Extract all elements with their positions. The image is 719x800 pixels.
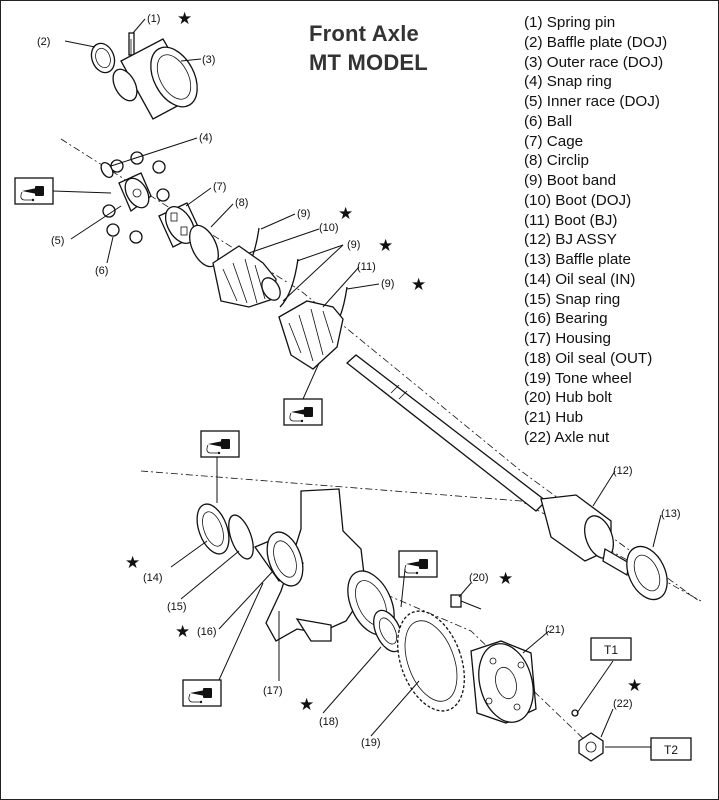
callout-19: (19) xyxy=(361,737,381,749)
callout-5: (5) xyxy=(51,235,64,247)
callout-4: (4) xyxy=(199,132,212,144)
snap-ring-hub xyxy=(228,514,254,560)
balls xyxy=(102,151,170,244)
legend-item: (12) BJ ASSY xyxy=(524,231,617,249)
legend-item: (22) Axle nut xyxy=(524,428,610,446)
callout-2: (2) xyxy=(37,36,50,48)
boot-doj xyxy=(212,245,281,308)
callout-3: (3) xyxy=(202,54,215,66)
oil-seal-in xyxy=(196,503,230,555)
boot-band-2 xyxy=(279,258,299,308)
star-marker: ★ xyxy=(411,275,426,295)
callout-18: (18) xyxy=(319,716,339,728)
callout-13: (13) xyxy=(661,508,681,520)
star-marker: ★ xyxy=(125,553,140,573)
star-marker: ★ xyxy=(175,622,190,642)
callout-15: (15) xyxy=(167,601,187,613)
callout-9c: (9) xyxy=(381,278,394,290)
legend-item: (18) Oil seal (OUT) xyxy=(524,349,653,367)
callout-17: (17) xyxy=(263,685,283,697)
callout-6: (6) xyxy=(95,265,108,277)
callout-20: (20) xyxy=(469,572,489,584)
callout-10: (10) xyxy=(319,222,339,234)
callout-16: (16) xyxy=(197,626,217,638)
diagram-title: Front Axle xyxy=(309,21,419,46)
diagram-subtitle: MT MODEL xyxy=(309,50,428,75)
legend-item: (14) Oil seal (IN) xyxy=(524,270,636,288)
legend-item: (13) Baffle plate xyxy=(524,251,631,268)
callout-9a: (9) xyxy=(297,208,310,220)
callout-12: (12) xyxy=(613,465,633,477)
callout-21: (21) xyxy=(545,624,565,636)
oil-seal-out xyxy=(373,609,403,653)
legend-item: (6) Ball xyxy=(524,112,573,130)
star-marker: ★ xyxy=(378,236,393,256)
legend-item: (5) Inner race (DOJ) xyxy=(524,93,660,110)
hub-bolt xyxy=(450,594,482,610)
callout-1: (1) xyxy=(147,13,160,25)
callout-7: (7) xyxy=(213,181,226,193)
callout-22: (22) xyxy=(613,698,633,710)
hub-axis-line xyxy=(140,470,702,602)
star-marker: ★ xyxy=(177,9,192,29)
outer-race-doj xyxy=(112,38,198,120)
legend-item: (9) Boot band xyxy=(524,172,617,189)
callout-11: (11) xyxy=(357,261,376,273)
legend-item: (3) Outer race (DOJ) xyxy=(524,53,664,71)
svg-text:T1: T1 xyxy=(604,643,618,657)
callout-14: (14) xyxy=(143,572,163,584)
spring-pin xyxy=(128,32,135,56)
star-marker: ★ xyxy=(498,569,513,589)
grease-icon-oil-seal xyxy=(200,430,240,458)
legend-item: (19) Tone wheel xyxy=(524,369,632,387)
legend-item: (16) Bearing xyxy=(524,310,608,328)
torque-label-t2: T2 xyxy=(650,737,692,761)
star-marker: ★ xyxy=(338,204,353,224)
inner-race-doj xyxy=(118,172,152,213)
grease-icon-bearing xyxy=(182,679,222,707)
legend-item: (20) Hub bolt xyxy=(524,389,612,407)
baffle-plate xyxy=(626,545,668,601)
parts-legend: (1) Spring pin (2) Baffle plate (DOJ) (3… xyxy=(524,13,667,448)
leader-lines xyxy=(52,18,662,748)
legend-item: (7) Cage xyxy=(524,132,584,150)
legend-item: (2) Baffle plate (DOJ) xyxy=(524,33,668,51)
legend-item: (10) Boot (DOJ) xyxy=(524,191,632,209)
star-marker: ★ xyxy=(627,676,642,696)
baffle-plate-doj xyxy=(90,42,116,74)
callout-9b: (9) xyxy=(347,239,360,251)
hub xyxy=(470,640,579,724)
boot-bj xyxy=(278,300,344,370)
legend-item: (17) Housing xyxy=(524,330,611,347)
legend-item: (4) Snap ring xyxy=(524,73,612,91)
bj-assy-shaft xyxy=(345,354,630,577)
star-marker: ★ xyxy=(299,695,314,715)
legend-item: (21) Hub xyxy=(524,409,584,426)
legend-item: (1) Spring pin xyxy=(524,14,616,31)
grease-icon-inner-joint xyxy=(14,177,54,205)
legend-item: (11) Boot (BJ) xyxy=(524,211,618,229)
svg-text:T2: T2 xyxy=(664,743,678,757)
tone-wheel xyxy=(397,610,465,712)
grease-icon-boot xyxy=(283,398,323,426)
legend-item: (15) Snap ring xyxy=(524,290,621,308)
callout-8: (8) xyxy=(235,197,248,209)
bearing xyxy=(254,531,304,587)
torque-label-t1: T1 xyxy=(590,637,632,661)
axle-nut xyxy=(578,732,604,762)
legend-item: (8) Circlip xyxy=(524,152,589,170)
